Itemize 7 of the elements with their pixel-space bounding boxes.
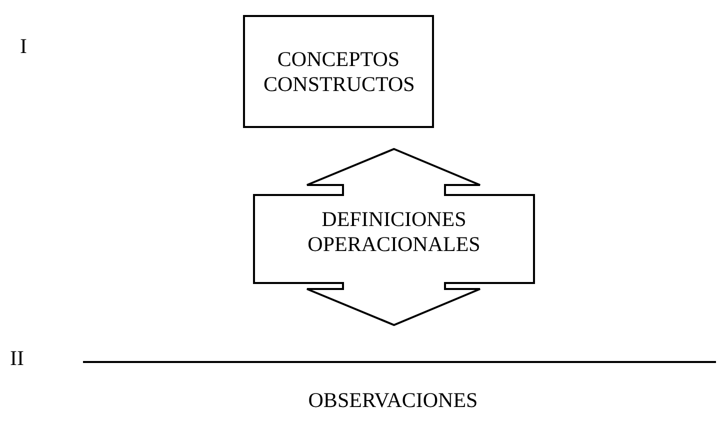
- level-label: II: [10, 346, 25, 371]
- level-label: I: [20, 34, 28, 59]
- double-arrow-box: [253, 148, 535, 326]
- category-label: OBSERVACIONES: [307, 388, 479, 413]
- node-label: CONCEPTOS CONSTRUCTOS: [264, 46, 414, 96]
- concept-box: [243, 15, 434, 128]
- node-label: DEFINICIONES OPERACIONALES: [306, 207, 482, 257]
